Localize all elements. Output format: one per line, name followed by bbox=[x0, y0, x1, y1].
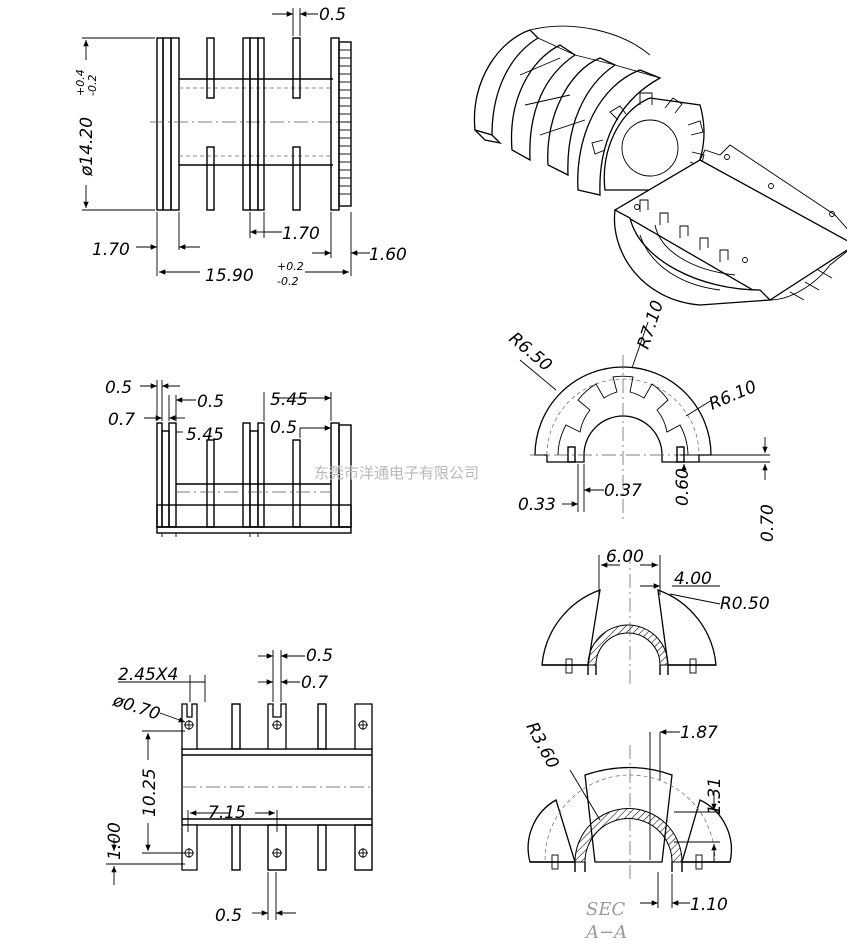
dim-pin-hole: ø0.70 bbox=[110, 690, 163, 724]
dim-sec-wall: 1.87 bbox=[680, 723, 718, 743]
dim-right-flange: 1.60 bbox=[369, 245, 407, 265]
dim-bottom-slot-a: 0.5 bbox=[306, 646, 333, 666]
side-view: 0.5 0.5 0.7 5.45 5.45 0.5 bbox=[105, 378, 352, 537]
bottom-view: 2.45X4 ø0.70 0.5 0.7 10.25 1.00 7.15 0.5 bbox=[105, 646, 373, 926]
dim-bottom-offset: 1.00 bbox=[105, 822, 125, 860]
section-view-top: 6.00 4.00 R0.50 bbox=[541, 547, 770, 685]
dim-length: 15.90 bbox=[205, 266, 254, 286]
dim-side-c: 0.7 bbox=[108, 410, 135, 430]
dim-pin-pitch: 2.45X4 bbox=[118, 665, 178, 685]
dim-bottom-height: 10.25 bbox=[140, 768, 160, 817]
dim-left-flange: 1.70 bbox=[92, 240, 130, 260]
dim-sec-width: 6.00 bbox=[606, 547, 644, 567]
dim-sec-radius: R0.50 bbox=[720, 594, 770, 614]
section-view-bottom: R3.60 1.87 1.31 1.10 bbox=[522, 719, 733, 915]
dim-length-tol-upper: +0.2 bbox=[277, 260, 304, 273]
dim-diameter-tol-lower: -0.2 bbox=[86, 75, 99, 96]
dim-side-f: 0.5 bbox=[270, 418, 297, 438]
dim-bottom-center: 7.15 bbox=[208, 803, 246, 823]
dim-end-b: 0.37 bbox=[604, 481, 642, 501]
pin-hole-marks bbox=[184, 720, 368, 858]
dim-end-c: 0.60 bbox=[673, 468, 693, 506]
watermark: 东莞市洋通电子有限公司 bbox=[314, 464, 479, 482]
front-view: 0.5 ø14.20 +0.4 -0.2 1.70 1.70 1.60 15.9… bbox=[74, 5, 407, 288]
dim-sec-r: R3.60 bbox=[522, 719, 563, 772]
isometric-view bbox=[473, 25, 847, 306]
dim-side-a: 0.5 bbox=[105, 378, 132, 398]
dim-sec-base: 1.10 bbox=[690, 895, 728, 915]
dim-bottom-slot-b: 0.7 bbox=[301, 673, 328, 693]
dim-side-e: 5.45 bbox=[270, 390, 308, 410]
dim-end-d: 0.70 bbox=[758, 504, 778, 542]
dim-end-a: 0.33 bbox=[518, 495, 556, 515]
dim-pitch: 1.70 bbox=[282, 224, 320, 244]
dim-slot-width: 0.5 bbox=[319, 5, 346, 25]
end-view: R6.50 R7.10 R6.10 0.33 0.37 0.60 0.70 bbox=[505, 298, 778, 542]
dim-side-d: 5.45 bbox=[186, 425, 224, 445]
dim-diameter: ø14.20 bbox=[77, 117, 97, 177]
dim-length-tol-lower: -0.2 bbox=[277, 275, 298, 288]
dim-bottom-pin-width: 0.5 bbox=[215, 906, 242, 926]
section-label-line1: SEC bbox=[586, 899, 625, 920]
dim-sec-height: 1.31 bbox=[705, 777, 725, 815]
pin-comb bbox=[339, 49, 351, 195]
dim-end-r2: R7.10 bbox=[634, 298, 668, 351]
dim-end-r3: R6.10 bbox=[706, 377, 760, 415]
section-label-line2: A−A bbox=[584, 922, 627, 941]
dim-side-b: 0.5 bbox=[197, 392, 224, 412]
dim-diameter-tol-upper: +0.4 bbox=[74, 69, 87, 96]
dim-sec-depth: 4.00 bbox=[674, 569, 712, 589]
